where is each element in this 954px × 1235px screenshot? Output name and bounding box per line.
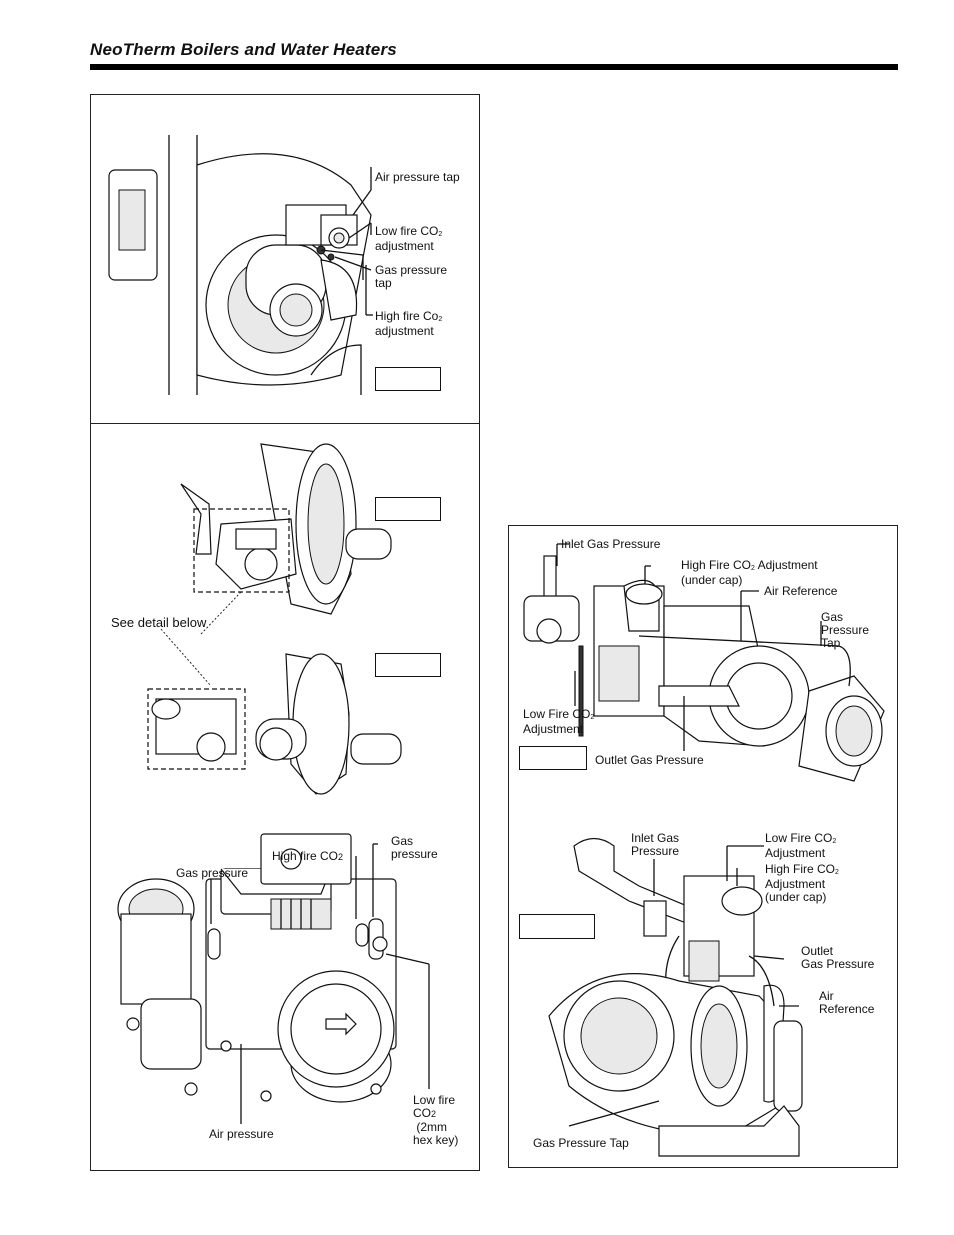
burner-drawing-top — [108, 135, 373, 395]
figure-number-box-3 — [375, 653, 441, 677]
label-air-reference-top: Air Reference — [764, 584, 838, 598]
figure-number-box-1 — [375, 367, 441, 391]
header-rule — [90, 64, 898, 70]
figure-number-box-5 — [519, 914, 595, 939]
burner-drawing-right — [523, 543, 885, 1157]
label-high-fire-co2-left: High fire CO2 — [272, 849, 344, 863]
page-header-title: NeoTherm Boilers and Water Heaters — [90, 40, 397, 59]
label-gas-pressure-tap-top: Gas pressure tap — [375, 263, 448, 290]
burner-drawing-middle — [117, 443, 430, 1124]
label-air-pressure: Air pressure — [209, 1127, 274, 1141]
see-detail-note: See detail below — [111, 615, 207, 630]
label-high-fire-co2-adjustment-right: High Fire CO2 Adjustment(under cap) — [681, 558, 818, 587]
figure-number-box-4 — [519, 746, 587, 770]
figure-panel-right: Inlet Gas Pressure High Fire CO2 Adjustm… — [508, 525, 898, 1168]
label-air-pressure-tap: Air pressure tap — [375, 170, 460, 184]
figure-panel-bottom-left: See detail below Gas pressure High fire … — [90, 423, 480, 1171]
label-gas-pressure-tap-bottom: Gas Pressure Tap — [533, 1136, 629, 1150]
label-gas-pressure-left: Gas pressure — [176, 866, 249, 880]
label-outlet-gas-pressure-top: Outlet Gas Pressure — [595, 753, 704, 767]
figure-number-box-2 — [375, 497, 441, 521]
label-inlet-gas-pressure-top: Inlet Gas Pressure — [561, 537, 661, 551]
